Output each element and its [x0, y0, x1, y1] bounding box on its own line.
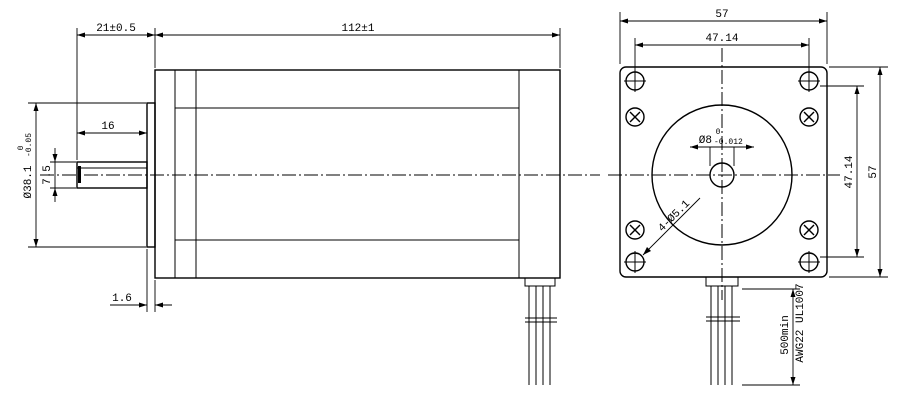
dim-pilot-step-label: 1.6: [112, 293, 132, 305]
motor-body-outline: [154, 69, 561, 279]
mount-hole-bottom-right: [798, 251, 820, 273]
dim-flat-height: 7.5: [42, 148, 76, 202]
dim-pilot-tol-lower: -0.05: [25, 133, 34, 157]
dim-hole-spacing-vertical: 47.14: [820, 85, 864, 258]
dim-shaft-tol-lower: -0.012: [714, 138, 743, 147]
pilot-circle: [651, 104, 793, 246]
dim-flange-thickness: 21±0.5: [76, 23, 156, 160]
dim-flange-thickness-label: 21±0.5: [96, 23, 136, 35]
dim-shaft-diameter-label: Ø8: [699, 135, 712, 147]
dim-mount-holes: 4-Ø5.1: [642, 197, 701, 256]
dim-body-length: 112±1: [155, 23, 561, 68]
lead-length-label: 500min: [780, 315, 792, 355]
front-view: Ø8 0 -0.012 4-Ø5.1 57 47.14: [608, 9, 888, 386]
dim-overall-height: 57: [829, 66, 888, 278]
dim-pilot-diameter: Ø38.1 0 -0.05: [17, 102, 146, 248]
lead-spec-label: AWG22 UL1007: [795, 283, 807, 362]
shaft-circle: [709, 162, 735, 188]
dim-overall-width: 57: [619, 9, 828, 64]
dim-hole-spacing-horizontal: 47.14: [634, 33, 810, 70]
dim-lead-length: 500min AWG22 UL1007: [742, 283, 807, 386]
dim-body-length-label: 112±1: [341, 23, 374, 35]
dim-pilot-diameter-label: Ø38.1: [23, 165, 35, 198]
screw-bottom-right: [799, 220, 819, 240]
dim-shaft-tol-upper: 0: [716, 128, 721, 137]
dim-shaft-diameter: Ø8 0 -0.012: [690, 128, 754, 166]
dim-mount-holes-label: 4-Ø5.1: [656, 198, 693, 235]
dim-shaft-length: 16: [77, 121, 148, 160]
side-lead-wires: [524, 277, 557, 385]
dim-hole-spacing-vertical-label: 47.14: [844, 155, 856, 188]
dim-overall-height-label: 57: [868, 165, 880, 178]
dim-overall-width-label: 57: [715, 9, 728, 21]
side-view: 21±0.5 112±1 16 7.5: [17, 23, 600, 385]
shaft-end-mark: [78, 166, 81, 183]
dim-pilot-tol-upper: 0: [17, 145, 26, 150]
screw-top-right: [799, 107, 819, 127]
screw-bottom-left: [625, 220, 645, 240]
dim-hole-spacing-horizontal-label: 47.14: [705, 33, 738, 45]
mount-hole-top-left: [624, 70, 646, 92]
mount-hole-top-right: [798, 70, 820, 92]
dim-flat-height-label: 7.5: [42, 165, 54, 185]
dim-shaft-length-label: 16: [101, 121, 114, 133]
shaft: [76, 161, 148, 189]
mount-hole-bottom-left: [624, 251, 646, 273]
screw-top-left: [625, 107, 645, 127]
front-lead-wires: [705, 276, 740, 385]
dim-pilot-step: 1.6: [110, 249, 172, 312]
